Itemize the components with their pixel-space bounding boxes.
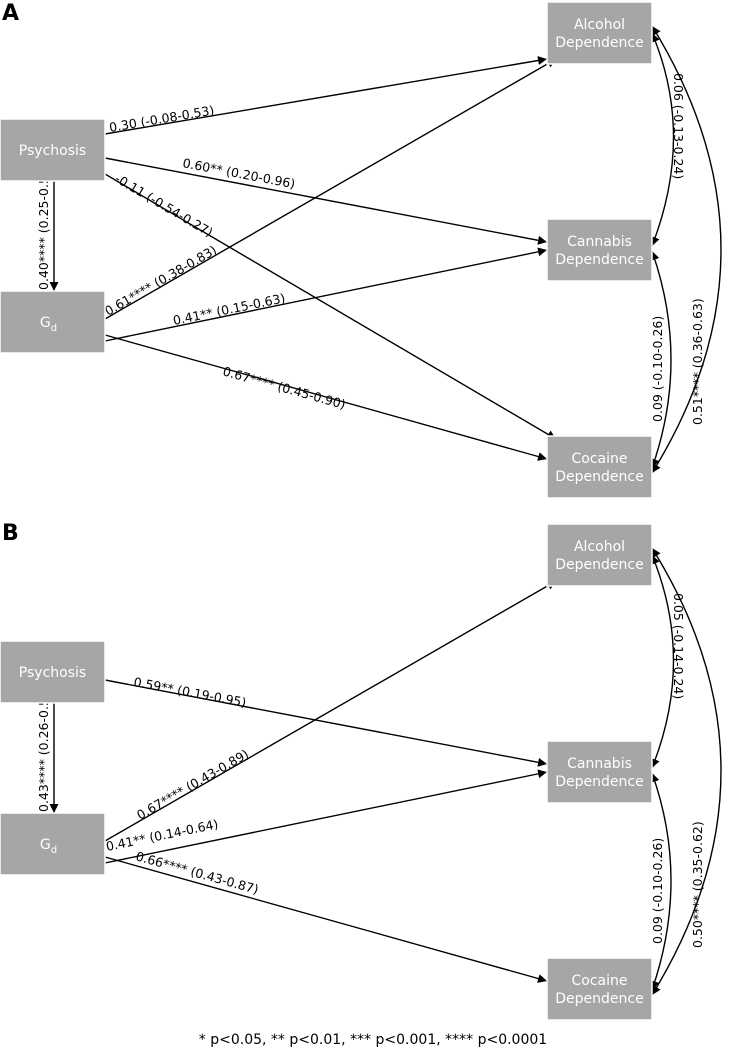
node-psychosis: Psychosis (0, 640, 106, 704)
path-arrow-gd-alcohol (104, 58, 557, 320)
node-label: Psychosis (19, 665, 86, 681)
path-coefficient-psychosis-cannabis: 0.60** (0.20-0.96) (181, 155, 296, 191)
node-label: Dependence (555, 557, 643, 573)
covariance-alcohol-cannabis (651, 32, 675, 247)
path-coefficient-gd-cocaine: 0.66**** (0.43-0.87) (134, 848, 260, 897)
panel-a: A 0.30 (-0.08-0.53) 0.60** (0.20-0.96)-0.1… (0, 1, 722, 499)
node-psychosis: Psychosis (0, 118, 106, 182)
path-coefficient-gd-cannabis: 0.41** (0.15-0.63) (172, 290, 287, 328)
node-box (546, 740, 653, 804)
covariance-alcohol-cocaine (651, 547, 722, 996)
node-box (546, 957, 653, 1021)
path-arrow-psychosis-cannabis (104, 679, 548, 767)
node-label: Dependence (555, 252, 643, 268)
path-arrow-gd-cocaine (104, 334, 548, 461)
path-arrow-gd-cannabis (104, 247, 548, 342)
significance-footnote: * p<0.05, ** p<0.01, *** p<0.001, **** p… (199, 1032, 547, 1048)
node-label: Alcohol (574, 539, 625, 555)
node-box (546, 1, 653, 65)
path-coefficient-cannabis-cocaine: 0.09 (-0.10-0.26) (650, 316, 665, 422)
node-box (546, 523, 653, 587)
path-arrow-gd-cocaine (104, 856, 548, 983)
node-box (546, 218, 653, 282)
node-label: Dependence (555, 991, 643, 1007)
path-coefficient-psychosis-gd: 0.43**** (0.26-0.58) (36, 685, 51, 812)
node-label: Psychosis (19, 143, 86, 159)
panel-letter: A (2, 1, 19, 26)
node-label: Cannabis (567, 756, 632, 772)
path-coefficient-psychosis-cocaine: -0.11 (-0.54-0.27) (112, 171, 215, 240)
covariance-alcohol-cocaine (651, 25, 722, 474)
covariance-alcohol-cannabis (651, 554, 675, 769)
path-arrow-psychosis-cannabis (104, 157, 548, 245)
panel-b: B 0.59** (0.19-0.95) 0.43**** (0.26-0.58) 0… (0, 521, 722, 1021)
path-arrow-psychosis-alcohol (104, 56, 548, 135)
node-label: Cocaine (572, 451, 628, 467)
node-box (0, 118, 106, 182)
node-gd: Gd (0, 812, 106, 876)
path-coefficient-alcohol-cannabis: 0.06 (-0.13-0.24) (671, 73, 686, 179)
node-label: Cocaine (572, 973, 628, 989)
path-coefficient-alcohol-cocaine: 0.51**** (0.36-0.63) (690, 298, 705, 425)
path-coefficient-alcohol-cannabis: 0.05 (-0.14-0.24) (671, 593, 686, 699)
path-coefficient-cannabis-cocaine: 0.09 (-0.10-0.26) (650, 838, 665, 944)
node-label: Cannabis (567, 234, 632, 250)
node-label: Alcohol (574, 17, 625, 33)
node-box (546, 435, 653, 499)
path-arrow-psychosis-cocaine (104, 173, 557, 440)
path-arrow-gd-alcohol (104, 580, 557, 842)
node-gd: Gd (0, 290, 106, 354)
path-coefficient-psychosis-cannabis: 0.59** (0.19-0.95) (132, 674, 247, 710)
node-label: Dependence (555, 469, 643, 485)
node-box (0, 812, 106, 876)
node-box (0, 290, 106, 354)
path-coefficient-gd-cocaine: 0.67**** (0.45-0.90) (221, 363, 347, 412)
node-label: Dependence (555, 774, 643, 790)
path-coefficient-gd-cannabis: 0.41** (0.14-0.64) (105, 816, 220, 854)
node-label: Dependence (555, 35, 643, 51)
node-box (0, 640, 106, 704)
path-coefficient-psychosis-gd: 0.40**** (0.25-0.53) (36, 163, 51, 290)
path-coefficient-alcohol-cocaine: 0.50**** (0.35-0.62) (690, 821, 705, 948)
path-coefficient-psychosis-alcohol: 0.30 (-0.08-0.53) (108, 102, 215, 135)
path-arrow-gd-cannabis (104, 769, 548, 864)
path-coefficient-gd-alcohol: 0.67**** (0.43-0.89) (134, 746, 251, 822)
panel-letter: B (2, 521, 19, 546)
